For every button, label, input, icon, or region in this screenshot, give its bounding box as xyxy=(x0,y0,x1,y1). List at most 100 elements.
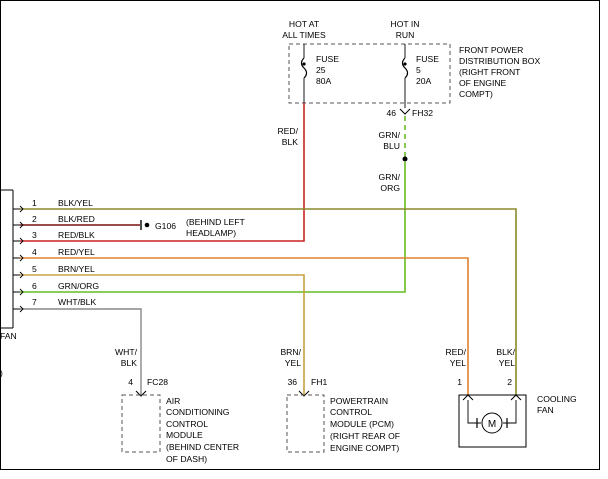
ac-module-name-2: CONDITIONING xyxy=(166,407,230,417)
ac-module-outline xyxy=(121,394,161,453)
pin-3-number: 3 xyxy=(32,230,37,240)
pin-4-wire: RED/YEL xyxy=(58,247,95,257)
fh1-connector-label: FH1 xyxy=(311,377,327,387)
cooling-fan-outline xyxy=(458,394,527,448)
pin-terminal-7 xyxy=(19,305,24,313)
wire-blk-yel-label-2: YEL xyxy=(499,358,515,368)
pin-terminal-5 xyxy=(19,271,24,279)
pin-6-number: 6 xyxy=(32,281,37,291)
fuse-box-name-2: DISTRIBUTION BOX xyxy=(459,56,540,66)
hot-at-all-times-label-2: ALL TIMES xyxy=(282,30,326,40)
ground-location-1: (BEHIND LEFT xyxy=(186,217,245,227)
fh32-connector-label: FH32 xyxy=(412,108,433,118)
wire-red-yel-label-2: YEL xyxy=(450,358,466,368)
wire-grn-org-label-2: ORG xyxy=(380,183,400,193)
hot-in-run-label-1: HOT IN xyxy=(391,19,420,29)
fh32-pin-label: 46 xyxy=(386,108,396,118)
pcm-name-4: (RIGHT REAR OF xyxy=(330,431,400,441)
pin-terminal-1 xyxy=(19,205,24,213)
diagram-frame xyxy=(0,0,600,470)
powertrain-control-module: 36 FH1 POWERTRAIN CONTROL MODULE (PCM) (… xyxy=(286,377,400,453)
ground-g106-symbol xyxy=(140,220,150,230)
fan-motor-symbol: M xyxy=(488,419,496,430)
fuse-5-splice xyxy=(403,62,407,66)
fuse-box-name-5: COMPT) xyxy=(459,89,493,99)
wire-grn-blu-label-2: BLU xyxy=(383,141,400,151)
left-fragment-paren: ) xyxy=(0,368,3,378)
ac-control-module: 4 FC28 AIR CONDITIONING CONTROL MODULE (… xyxy=(121,377,239,464)
ground-location-2: HEADLAMP) xyxy=(186,228,236,238)
connector-pin-labels: 1 BLK/YEL 2 BLK/RED 3 RED/BLK 4 RED/YEL … xyxy=(32,198,99,307)
pin-7-wire: WHT/BLK xyxy=(58,297,96,307)
fuse-b-label-1: FUSE xyxy=(416,54,439,64)
pin-7-number: 7 xyxy=(32,297,37,307)
fuse-box-name-3: (RIGHT FRONT xyxy=(459,67,521,77)
fuse-25-splice xyxy=(302,62,306,66)
fuse-a-label-2: 25 xyxy=(316,65,326,75)
pin-6-wire: GRN/ORG xyxy=(58,281,99,291)
pin-terminal-2 xyxy=(19,221,24,229)
pin-terminal-6 xyxy=(19,288,24,296)
ac-module-name-4: MODULE xyxy=(166,430,203,440)
fc28-connector-symbol xyxy=(135,390,147,397)
pin-3-wire: RED/BLK xyxy=(58,230,95,240)
pcm-name-3: MODULE (PCM) xyxy=(330,419,394,429)
cooling-fan: 1 2 M COOLING FAN xyxy=(457,377,577,448)
fan-pin-1-label: 1 xyxy=(457,377,462,387)
fuse-a-label-1: FUSE xyxy=(316,54,339,64)
cooling-fan-name-1: COOLING xyxy=(537,394,577,404)
pcm-name-2: CONTROL xyxy=(330,407,372,417)
pin-4-number: 4 xyxy=(32,247,37,257)
ac-module-name-3: CONTROL xyxy=(166,419,208,429)
wire-grn-splice xyxy=(402,156,408,162)
pin-terminal-3 xyxy=(19,237,24,245)
pin-5-number: 5 xyxy=(32,264,37,274)
hot-at-all-times-label-1: HOT AT xyxy=(289,19,320,29)
fuse-box: HOT AT ALL TIMES HOT IN RUN FRONT POWER … xyxy=(282,19,540,118)
wire-red-yel xyxy=(20,257,469,395)
fuse-a-label-3: 80A xyxy=(316,76,332,86)
fuse-b-label-2: 5 xyxy=(416,65,421,75)
cooling-fan-controller-connector: FAN ) xyxy=(0,189,24,378)
fh32-connector-symbol xyxy=(399,108,411,115)
pcm-name-5: ENGINE COMPT) xyxy=(330,443,399,453)
ac-module-name-1: AIR xyxy=(166,396,180,406)
fuse-box-name-4: OF ENGINE xyxy=(459,78,507,88)
fan-pin-2-connector xyxy=(510,394,522,401)
wire-red-blk xyxy=(20,103,305,242)
pin-terminal-4 xyxy=(19,254,24,262)
ac-module-name-6: OF DASH) xyxy=(166,454,207,464)
wire-brn-yel-label-1: BRN/ xyxy=(280,347,301,357)
wire-grn-org xyxy=(20,161,406,293)
wire-grn-blu-label-1: GRN/ xyxy=(379,130,401,140)
pin-2-number: 2 xyxy=(32,214,37,224)
pin-5-wire: BRN/YEL xyxy=(58,264,95,274)
pcm-outline xyxy=(286,394,325,453)
hot-in-run-label-2: RUN xyxy=(396,30,415,40)
pin-1-number: 1 xyxy=(32,198,37,208)
fc28-pin-label: 4 xyxy=(128,377,133,387)
fuse-box-outline xyxy=(288,43,451,104)
fan-pin-1-connector xyxy=(462,394,474,401)
fuse-b-label-3: 20A xyxy=(416,76,432,86)
wire-red-blk-label-2: BLK xyxy=(282,137,299,147)
pcm-name-1: POWERTRAIN xyxy=(330,396,388,406)
fuse-box-name-1: FRONT POWER xyxy=(459,45,523,55)
wire-grn-org-label-1: GRN/ xyxy=(379,172,401,182)
wire-blk-yel-label-1: BLK/ xyxy=(496,347,515,357)
wire-red-blk-label-1: RED/ xyxy=(277,126,298,136)
ground-id-label: G106 xyxy=(155,221,176,231)
wire-wht-blk-label-2: BLK xyxy=(121,358,138,368)
wire-blk-yel xyxy=(20,208,517,395)
fan-motor-icon xyxy=(481,412,503,434)
wire-wht-blk xyxy=(20,308,142,395)
ac-module-name-5: (BEHIND CENTER xyxy=(166,442,239,452)
fh1-connector-symbol xyxy=(298,390,310,397)
wire-brn-yel xyxy=(20,274,305,395)
fh1-pin-label: 36 xyxy=(287,377,297,387)
pin-2-wire: BLK/RED xyxy=(58,214,95,224)
fuse-25-symbol xyxy=(300,57,308,79)
wire-red-yel-label-1: RED/ xyxy=(445,347,466,357)
cooling-fan-name-2: FAN xyxy=(537,405,554,415)
